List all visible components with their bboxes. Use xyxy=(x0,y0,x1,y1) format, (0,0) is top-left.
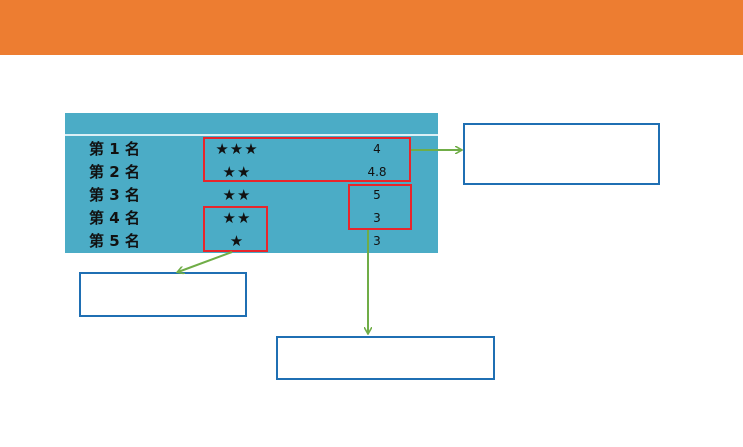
top-banner xyxy=(0,0,743,55)
star-rating: ★ xyxy=(229,232,245,250)
callout-box-bottom-center xyxy=(276,336,495,380)
rank-label: 第 2 名 xyxy=(89,163,140,181)
star-rating: ★★ xyxy=(222,163,252,181)
rank-label: 第 1 名 xyxy=(89,140,140,158)
callout-box-right xyxy=(463,123,660,185)
highlight-box-stars xyxy=(203,206,268,252)
star-rating: ★★★ xyxy=(215,140,259,158)
rank-label: 第 4 名 xyxy=(89,209,140,227)
score-value: 3 xyxy=(373,211,381,225)
arrow-to-bottom-left-callout xyxy=(178,251,233,272)
table-row: 第 5 名 ★ 3 xyxy=(65,230,438,252)
star-rating: ★★ xyxy=(222,186,252,204)
table-row: 第 3 名 ★★ 5 xyxy=(65,184,438,206)
callout-box-bottom-left xyxy=(79,272,247,317)
table-header-divider xyxy=(65,134,438,136)
highlight-box-scores xyxy=(348,184,412,230)
score-value: 4.8 xyxy=(367,165,387,179)
score-value: 4 xyxy=(373,142,381,156)
star-rating: ★★ xyxy=(222,209,252,227)
table-row: 第 1 名 ★★★ 4 xyxy=(65,138,438,160)
score-value: 3 xyxy=(373,234,381,248)
highlight-box-top-rows xyxy=(203,137,411,182)
rank-label: 第 3 名 xyxy=(89,186,140,204)
ranking-table: 第 1 名 ★★★ 4 第 2 名 ★★ 4.8 第 3 名 ★★ 5 第 4 … xyxy=(65,113,438,253)
score-value: 5 xyxy=(373,188,381,202)
rank-label: 第 5 名 xyxy=(89,232,140,250)
table-row: 第 4 名 ★★ 3 xyxy=(65,207,438,229)
table-row: 第 2 名 ★★ 4.8 xyxy=(65,161,438,183)
